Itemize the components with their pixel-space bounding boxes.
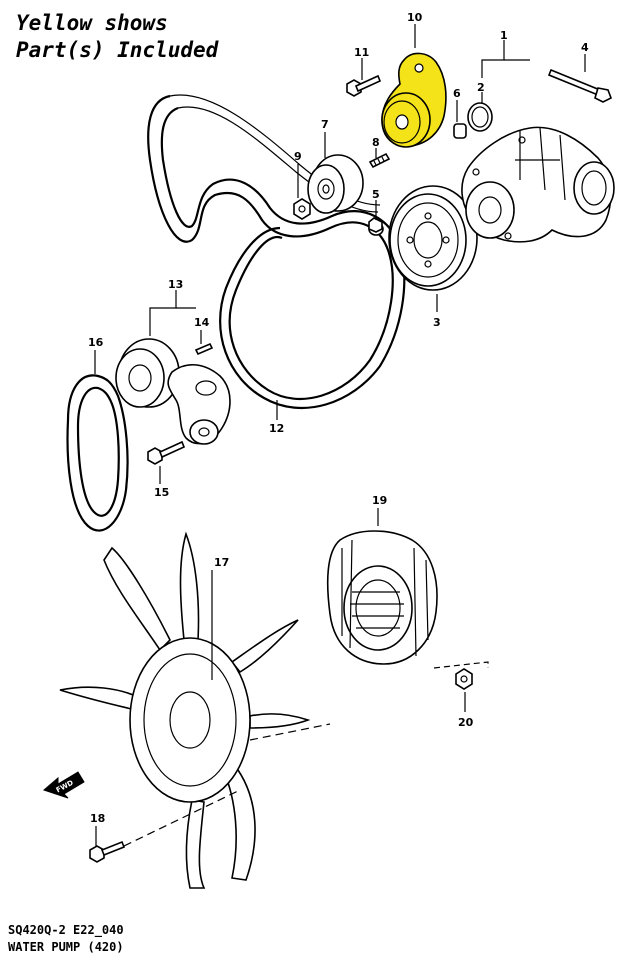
diagram-code: SQ420Q-2 E22_040 <box>8 923 124 937</box>
part-20-nut[interactable] <box>455 668 473 690</box>
callout-10: 10 <box>407 11 423 24</box>
part-11-bolt[interactable] <box>346 74 382 97</box>
part-18-bolt[interactable] <box>89 840 126 863</box>
callout-20: 20 <box>458 716 474 729</box>
callout-17: 17 <box>214 556 229 569</box>
callout-9: 9 <box>294 150 302 163</box>
legend-line-2: Part(s) Included <box>16 38 219 62</box>
part-2-gasket[interactable] <box>467 102 493 132</box>
callout-2: 2 <box>477 81 485 94</box>
part-3-water-pump-pulley[interactable] <box>388 185 478 291</box>
part-1-water-pump[interactable] <box>461 126 615 243</box>
callout-19: 19 <box>372 494 387 507</box>
part-8-stud[interactable] <box>368 152 391 169</box>
callout-7: 7 <box>321 118 329 131</box>
part-9-nut[interactable] <box>293 198 311 220</box>
part-13-tensioner-assembly[interactable] <box>115 338 231 445</box>
part-17-cooling-fan[interactable] <box>59 531 311 889</box>
callout-15: 15 <box>154 486 169 499</box>
part-19-fan-clutch[interactable] <box>326 530 438 665</box>
callout-5: 5 <box>372 188 380 201</box>
leader-lines <box>94 24 586 847</box>
part-12-drive-belt[interactable] <box>147 94 406 410</box>
part-14-pin[interactable] <box>194 342 214 356</box>
callout-13: 13 <box>168 278 183 291</box>
callout-12: 12 <box>269 422 284 435</box>
legend-line-1: Yellow shows <box>16 11 168 35</box>
callout-11: 11 <box>354 46 369 59</box>
part-7-idler-pulley[interactable] <box>307 154 364 214</box>
part-10-tensioner-highlighted[interactable] <box>381 52 447 148</box>
part-15-bolt[interactable] <box>147 440 186 465</box>
legend: Yellow shows Part(s) Included <box>16 10 218 64</box>
callout-4: 4 <box>581 41 589 54</box>
part-4-bolt[interactable] <box>547 68 613 103</box>
part-5-bolt[interactable] <box>368 217 384 236</box>
part-6-dowel[interactable] <box>453 123 467 139</box>
callout-16: 16 <box>88 336 104 349</box>
front-direction-arrow-icon: FWD <box>43 771 85 799</box>
callout-numbers: 1 2 3 4 5 6 7 8 9 10 11 12 13 14 15 16 1… <box>88 11 589 825</box>
diagram-title: WATER PUMP (420) <box>8 940 124 954</box>
callout-6: 6 <box>453 87 461 100</box>
callout-1: 1 <box>500 29 508 42</box>
callout-3: 3 <box>433 316 441 329</box>
callout-14: 14 <box>194 316 210 329</box>
part-16-belt[interactable] <box>66 374 129 532</box>
callout-8: 8 <box>372 136 380 149</box>
diagram-footer: SQ420Q-2 E22_040 WATER PUMP (420) <box>8 922 124 956</box>
callout-18: 18 <box>90 812 105 825</box>
